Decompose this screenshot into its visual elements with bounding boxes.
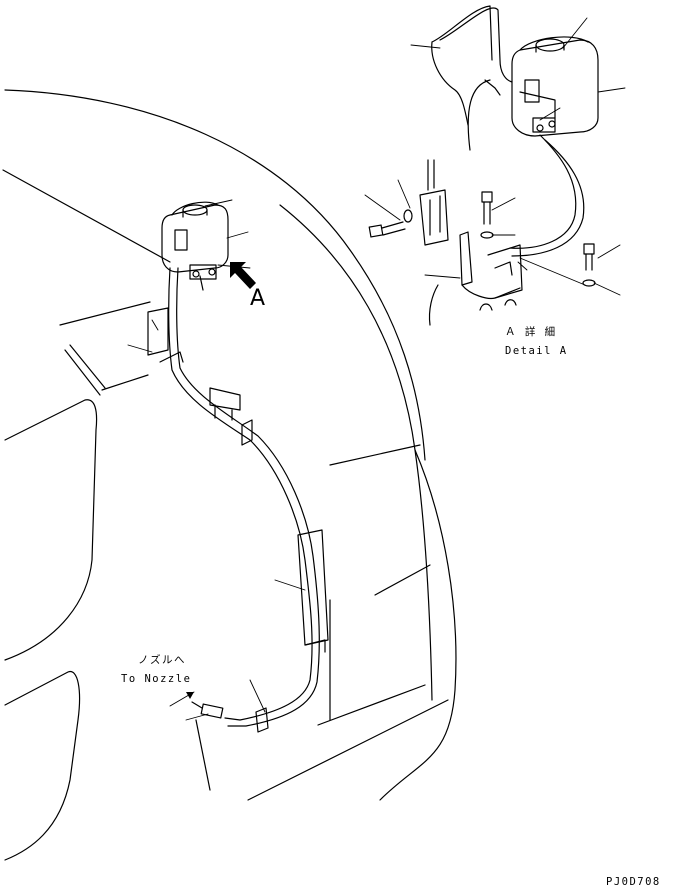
view-arrow bbox=[230, 262, 256, 289]
detail-a-view bbox=[364, 5, 626, 326]
detail-title-en: Detail A bbox=[505, 345, 568, 357]
drawing-code: PJ0D708 bbox=[606, 876, 661, 888]
nozzle-label-jp: ノズルへ bbox=[138, 654, 186, 666]
detail-title-jp: Ａ 詳 細 bbox=[505, 326, 557, 338]
nozzle-arrow bbox=[169, 691, 195, 707]
nozzle-fitting bbox=[191, 701, 224, 791]
washer-hose bbox=[168, 267, 320, 727]
cab-body bbox=[2, 89, 457, 801]
window-frames bbox=[4, 344, 149, 861]
hose-clamps bbox=[147, 307, 329, 733]
washer-tank bbox=[161, 201, 229, 291]
nozzle-label-en: To Nozzle bbox=[121, 673, 192, 685]
view-arrow-label: A bbox=[250, 286, 266, 311]
